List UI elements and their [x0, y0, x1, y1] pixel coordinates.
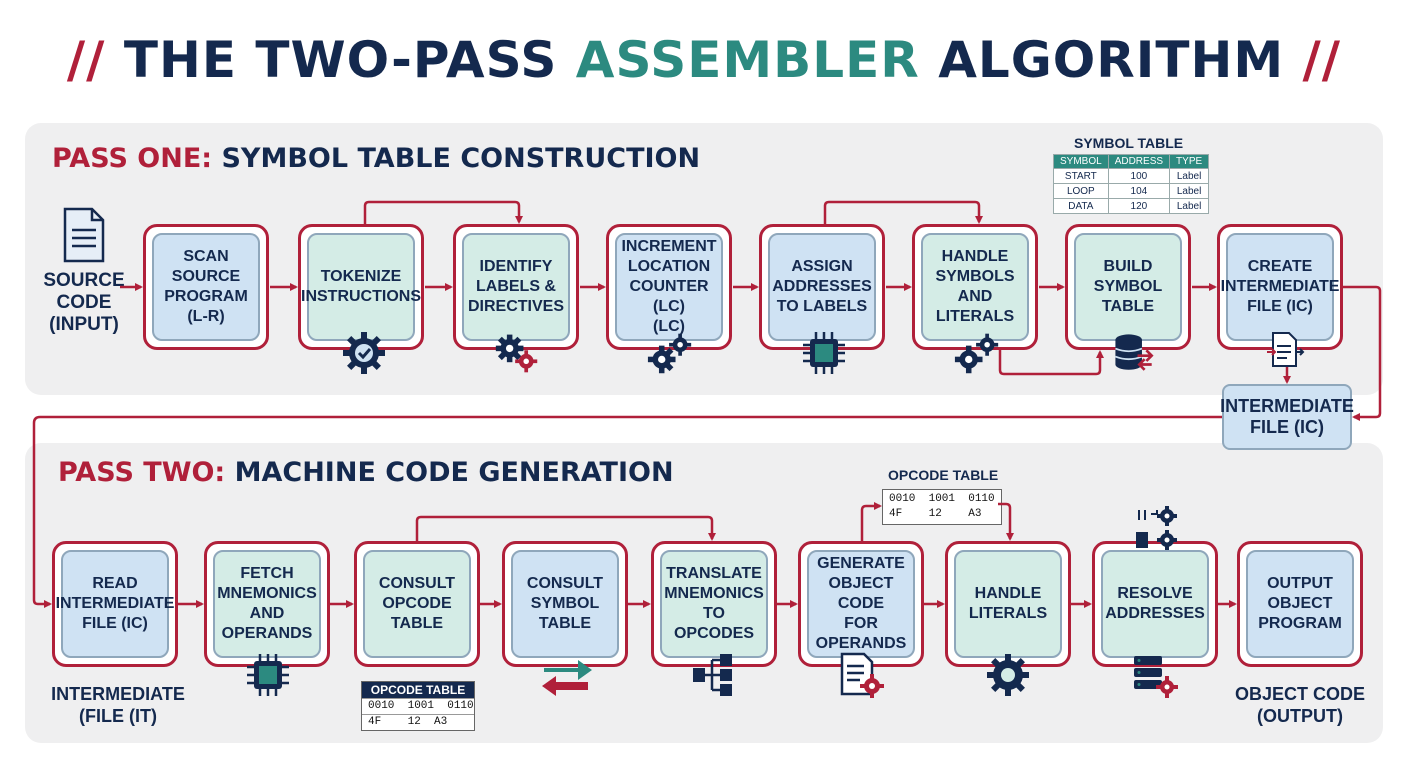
step-label: INCREMENT LOCATION COUNTER (LC) (LC) [621, 238, 717, 335]
step-scan-source: SCAN SOURCE PROGRAM (L-R) [143, 224, 269, 350]
step-generate-object-code: GENERATE OBJECT CODE FOR OPERANDS [798, 541, 924, 667]
title-part2: ALGORITHM [919, 31, 1285, 89]
chip-icon [247, 654, 289, 696]
opcode-table-top-title: OPCODE TABLE [888, 467, 999, 483]
pass-one-heading: PASS ONE: SYMBOL TABLE CONSTRUCTION [52, 143, 700, 174]
step-output-object: OUTPUT OBJECT PROGRAM [1237, 541, 1363, 667]
step-label: CONSULT SYMBOL TABLE [526, 575, 604, 632]
step-read-intermediate: READ INTERMEDIATE FILE (IC) [52, 541, 178, 667]
table-row: LOOP 104 Label [1053, 183, 1210, 199]
step-create-intermediate: CREATE INTERMEDIATE FILE (IC) [1217, 224, 1343, 350]
title-slashes-right: // [1302, 31, 1342, 89]
type-col-header: TYPE [1169, 154, 1210, 169]
pass-one-heading-lead: PASS ONE: [52, 143, 213, 174]
document-icon [1267, 332, 1305, 367]
gear-check-icon [343, 332, 385, 374]
intermediate-file-label: INTERMEDIATE FILE (IC) [1220, 396, 1354, 437]
opcode-line: 0010 1001 0110 [362, 698, 474, 714]
step-label: SCAN SOURCE PROGRAM (L-R) [164, 248, 248, 325]
symbol-table-title: SYMBOL TABLE [1074, 135, 1184, 151]
document-gear-icon [840, 652, 884, 698]
step-resolve-addresses: RESOLVE ADDRESSES [1092, 541, 1218, 667]
step-label: BUILD SYMBOL TABLE [1093, 258, 1163, 315]
object-code-output-label: OBJECT CODE (OUTPUT) [1234, 684, 1366, 726]
step-label: ASSIGN ADDRESSES TO LABELS [772, 258, 872, 315]
table-cell: Label [1169, 198, 1210, 214]
gears-icon [954, 333, 999, 374]
symbol-table: SYMBOL ADDRESS TYPE START 100 Label LOOP… [1053, 154, 1210, 214]
opcode-table-bottom: OPCODE TABLE 0010 1001 0110 4F 12 A3 [361, 681, 475, 731]
gears-icon [495, 334, 538, 373]
opcode-line: 0010 1001 0110 [889, 493, 995, 505]
pass-two-heading: PASS TWO: MACHINE CODE GENERATION [58, 457, 674, 488]
address-col-header: ADDRESS [1107, 154, 1171, 169]
table-row: DATA 120 Label [1053, 198, 1210, 214]
network-gears-icon [1136, 506, 1177, 550]
symbol-table-header: SYMBOL ADDRESS TYPE [1053, 154, 1210, 169]
step-label: HANDLE LITERALS [968, 585, 1048, 622]
step-label: GENERATE OBJECT CODE FOR OPERANDS [815, 555, 907, 652]
step-translate-mnemonics: TRANSLATE MNEMONICS TO OPCODES [651, 541, 777, 667]
server-gear-icon [1134, 656, 1178, 698]
tree-icon [693, 654, 732, 696]
step-label: READ INTERMEDIATE FILE (IC) [55, 575, 175, 632]
opcode-line: 4F 12 A3 [362, 714, 474, 730]
step-label: RESOLVE ADDRESSES [1105, 585, 1205, 622]
gears-icon [647, 333, 692, 374]
step-assign-addresses: ASSIGN ADDRESSES TO LABELS [759, 224, 885, 350]
exchange-arrows-icon [542, 660, 592, 696]
step-consult-symbol: CONSULT SYMBOL TABLE [502, 541, 628, 667]
step-identify-labels: IDENTIFY LABELS & DIRECTIVES [453, 224, 579, 350]
pass-two-heading-lead: PASS TWO: [58, 457, 226, 488]
title-part1: THE TWO-PASS [123, 31, 576, 89]
intermediate-input-label: INTERMEDIATE (FILE (IT) [51, 684, 185, 726]
step-label: TOKENIZE INSTRUCTIONS [301, 268, 421, 305]
source-code-label: SOURCE CODE (INPUT) [43, 270, 125, 335]
step-tokenize: TOKENIZE INSTRUCTIONS [298, 224, 424, 350]
step-label: FETCH MNEMONICS AND OPERANDS [217, 565, 317, 642]
intermediate-file-box: INTERMEDIATE FILE (IC) [1220, 384, 1354, 450]
step-fetch-mnemonics: FETCH MNEMONICS AND OPERANDS [204, 541, 330, 667]
page-title: // THE TWO-PASS ASSEMBLER ALGORITHM // [0, 30, 1408, 90]
table-row: START 100 Label [1053, 168, 1210, 184]
step-label: HANDLE SYMBOLS AND LITERALS [935, 248, 1015, 325]
gear-icon [987, 654, 1029, 696]
step-consult-opcode: CONSULT OPCODE TABLE [354, 541, 480, 667]
step-increment-lc: INCREMENT LOCATION COUNTER (LC) (LC) [606, 224, 732, 350]
opcode-table-top: 0010 1001 0110 4F 12 A3 [882, 489, 1002, 525]
title-accent: ASSEMBLER [575, 31, 920, 89]
step-label: TRANSLATE MNEMONICS TO OPCODES [664, 565, 764, 642]
step-label: IDENTIFY LABELS & DIRECTIVES [467, 258, 564, 315]
step-build-symbol-table: BUILD SYMBOL TABLE [1065, 224, 1191, 350]
opcode-line: 4F 12 A3 [889, 508, 982, 520]
step-label: OUTPUT OBJECT PROGRAM [1258, 575, 1342, 632]
opcode-table-bottom-title: OPCODE TABLE [362, 682, 474, 698]
table-cell: 120 [1107, 198, 1171, 214]
step-handle-symbols: HANDLE SYMBOLS AND LITERALS [912, 224, 1038, 350]
pass-two-heading-rest: MACHINE CODE GENERATION [225, 457, 674, 488]
source-document-icon [63, 207, 105, 263]
step-label: CONSULT OPCODE TABLE [378, 575, 456, 632]
step-label: CREATE INTERMEDIATE FILE (IC) [1220, 258, 1340, 315]
pass-one-heading-rest: SYMBOL TABLE CONSTRUCTION [212, 143, 701, 174]
title-slashes-left: // [66, 31, 106, 89]
step-handle-literals: HANDLE LITERALS [945, 541, 1071, 667]
database-icon [1115, 334, 1154, 371]
symbol-col-header: SYMBOL [1053, 154, 1109, 169]
chip-icon [803, 332, 845, 374]
